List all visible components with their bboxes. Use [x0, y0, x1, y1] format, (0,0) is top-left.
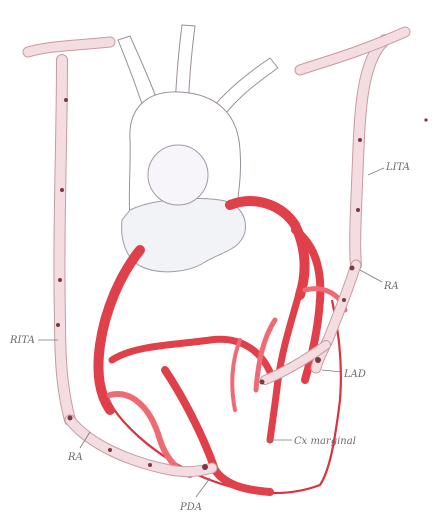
clip-dot: [358, 138, 362, 142]
clip-dot: [148, 463, 152, 467]
label-cx-marginal: Cx marginal: [294, 436, 356, 447]
label-pda: PDA: [179, 502, 202, 513]
rca-branch: [112, 339, 270, 372]
clip-dot: [342, 298, 346, 302]
aortic-root: [122, 198, 246, 271]
clip-dot: [58, 278, 62, 282]
clip-dot: [202, 464, 208, 470]
clip-dot: [356, 208, 360, 212]
lad-leader: [322, 370, 342, 372]
label-rita: RITA: [9, 335, 35, 346]
clip-dot: [56, 323, 60, 327]
lita-top: [300, 32, 405, 70]
label-lita: LITA: [385, 162, 410, 173]
label-ra-right: RA: [383, 281, 399, 292]
clip-dot: [108, 448, 112, 452]
label-ra-left: RA: [67, 452, 83, 463]
clip-dot: [60, 188, 64, 192]
pda-leader: [196, 478, 210, 497]
clip-dot: [350, 266, 355, 271]
clip-dot: [68, 416, 73, 421]
label-lad: LAD: [343, 369, 366, 380]
clip-dot: [260, 380, 265, 385]
clip-dot: [64, 98, 68, 102]
clip-dot: [424, 118, 427, 121]
clip-dot: [315, 357, 321, 363]
pulmonary-trunk: [148, 145, 208, 205]
obtuse-marginal: [232, 340, 240, 410]
ra-right-leader: [360, 270, 382, 282]
lita-leader: [368, 168, 384, 175]
lita-graft: [355, 40, 385, 265]
right-coronary-artery: [98, 250, 140, 410]
